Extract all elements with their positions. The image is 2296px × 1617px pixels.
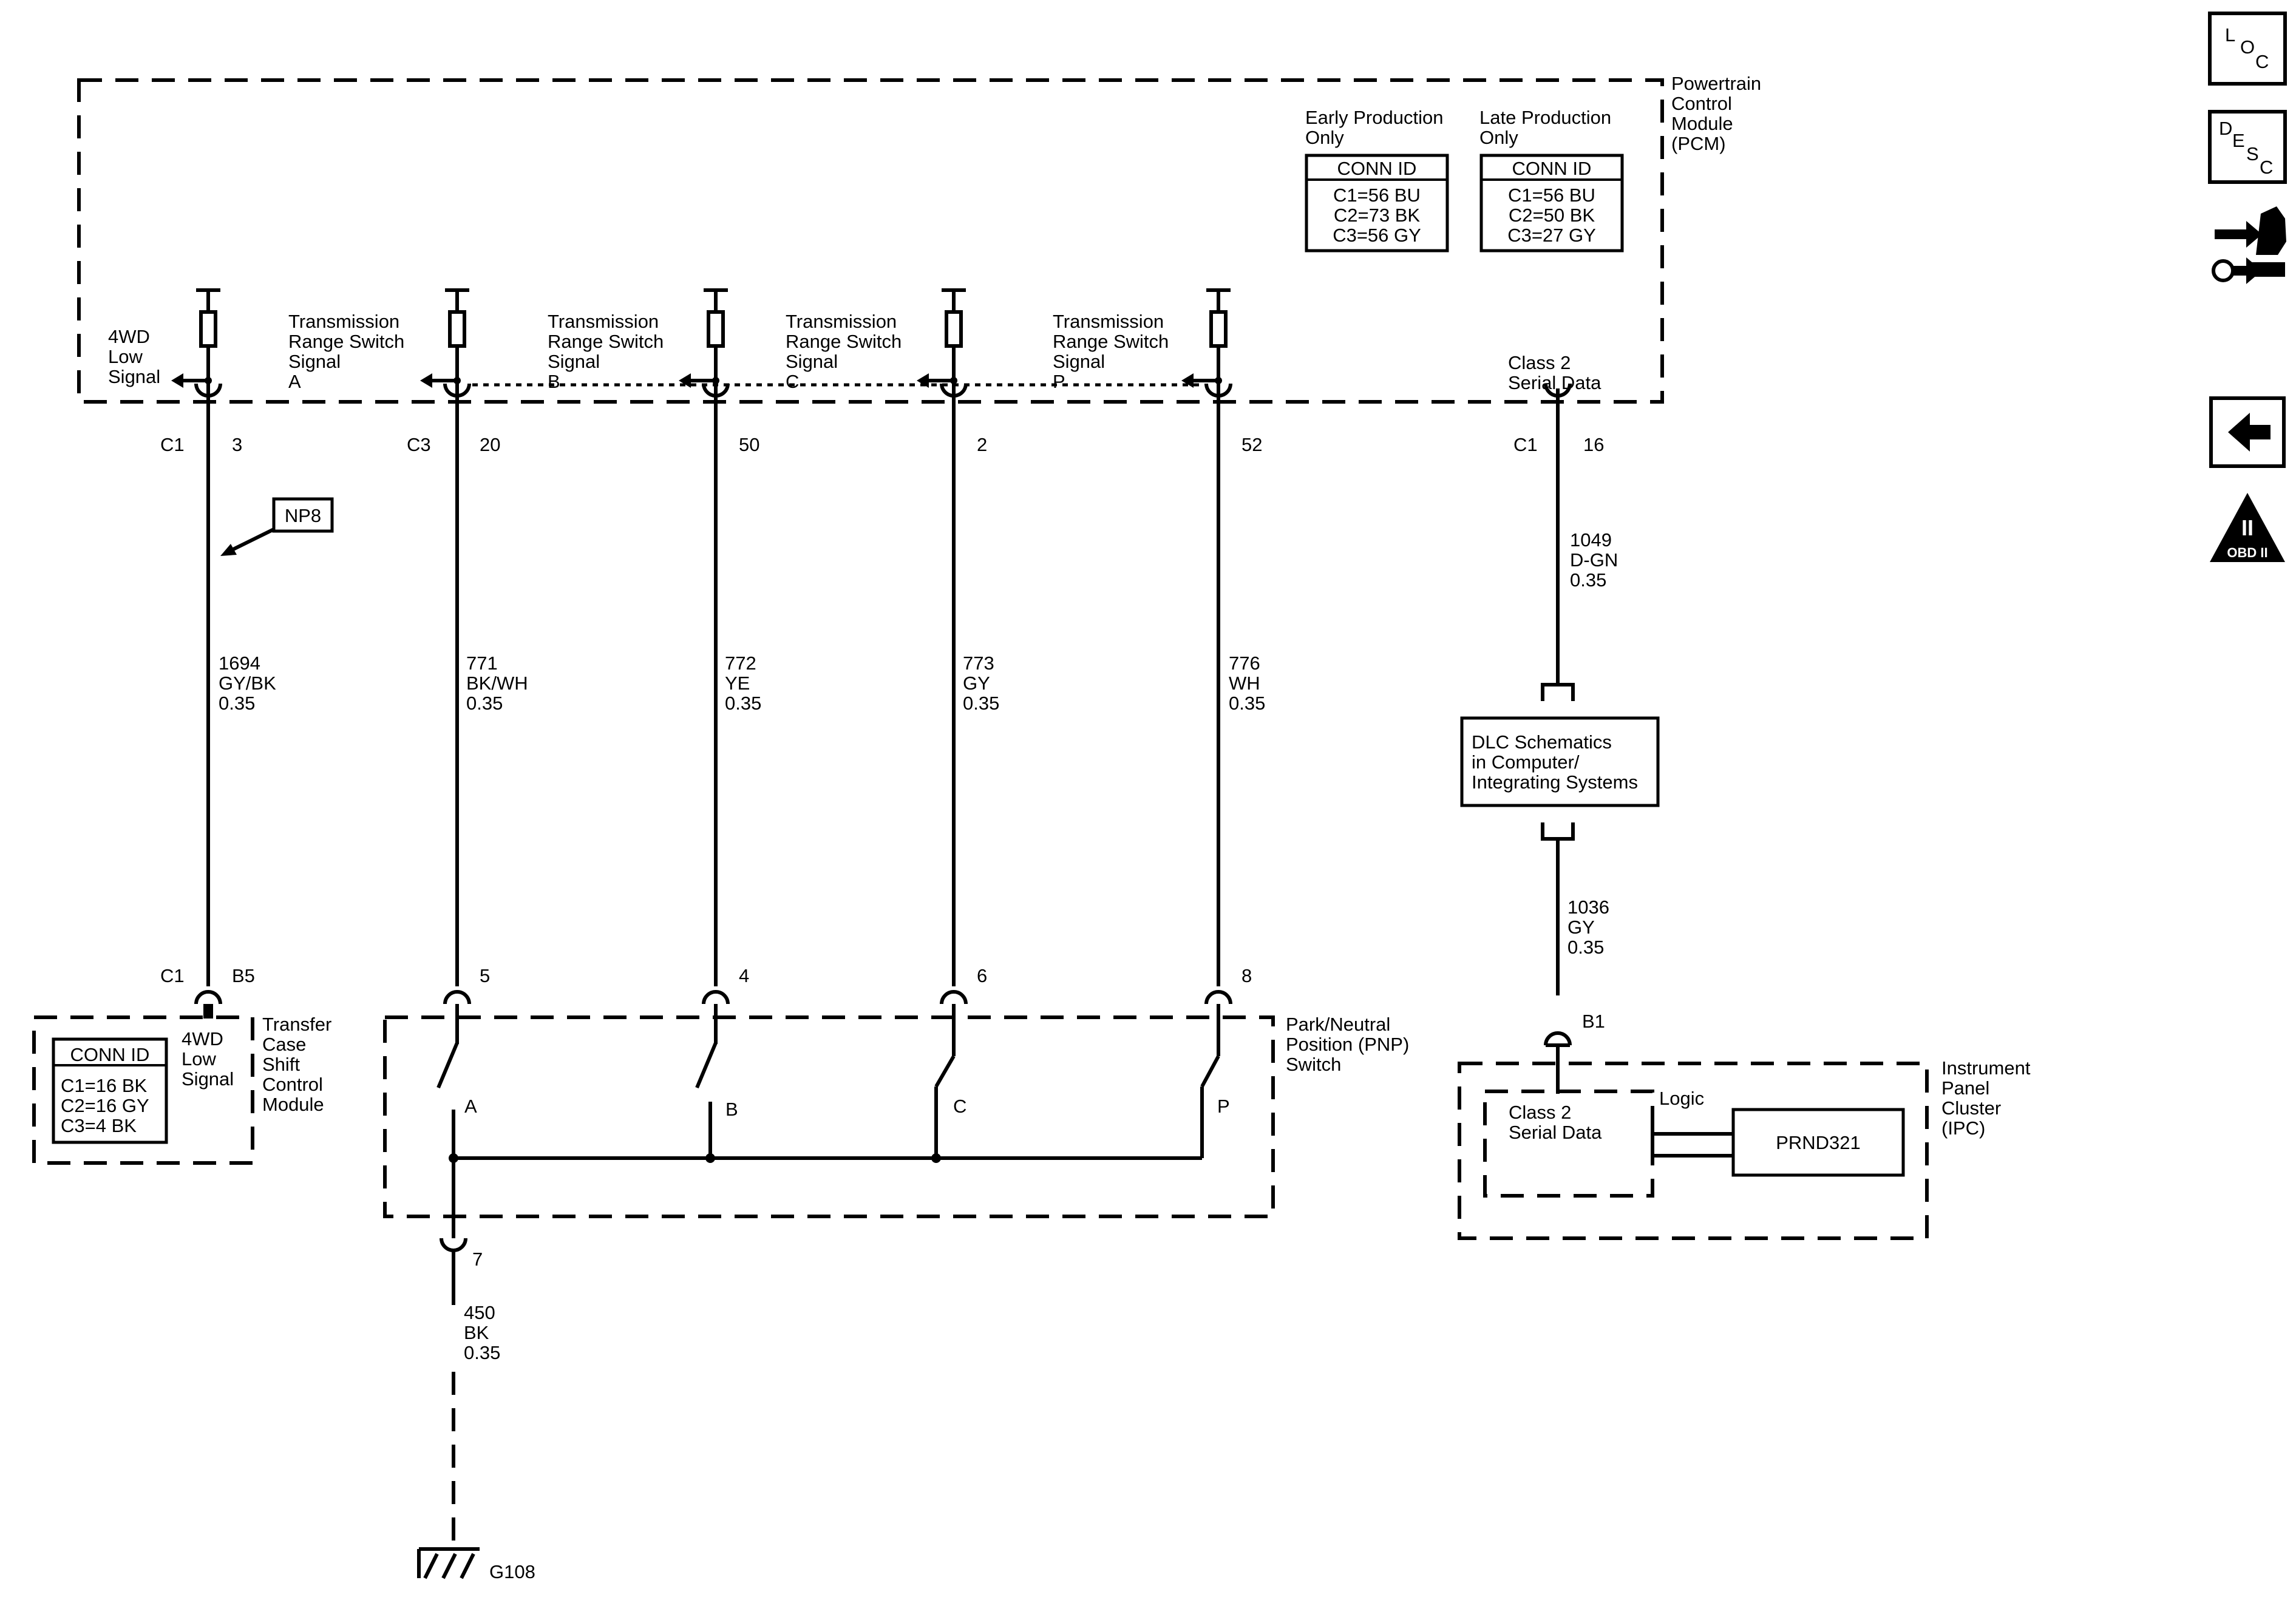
ipc-logic-label: Logic xyxy=(1659,1088,1704,1109)
desc-letter: D xyxy=(2219,118,2232,139)
pcm-pin-label: 16 xyxy=(1583,434,1604,455)
signal-label-range-p: Transmission Range Switch Signal P xyxy=(1053,311,1174,392)
pnp-pin-label: 6 xyxy=(977,965,987,986)
desc-letter: E xyxy=(2232,130,2245,151)
pnp-pin-label: 8 xyxy=(1241,965,1252,986)
ipc-serial-label: Class 2 Serial Data xyxy=(1509,1102,1602,1143)
pullup-resistor xyxy=(420,288,469,403)
tcscm-pin-label: B5 xyxy=(232,965,255,986)
signal-label-range-c: Transmission Range Switch Signal C xyxy=(786,311,907,392)
pcm-pin-label: 20 xyxy=(480,434,500,455)
ipc-pin-label: B1 xyxy=(1582,1011,1605,1032)
tcscm-name: Transfer Case Shift Control Module xyxy=(262,1014,337,1115)
back-arrow-icon[interactable] xyxy=(2209,396,2286,468)
late-conn-row: C2=50 BK xyxy=(1509,205,1595,226)
pnp-ground-pin-label: 7 xyxy=(472,1249,483,1270)
loc-letter: C xyxy=(2255,51,2269,72)
pcm-conn-label: C3 xyxy=(407,434,431,455)
tcscm-conn-header: CONN ID xyxy=(70,1044,150,1065)
desc-button[interactable]: D E S C xyxy=(2208,110,2287,184)
obd-ii-label: OBD II xyxy=(2227,545,2267,560)
early-conn-row: C3=56 GY xyxy=(1333,225,1421,246)
pcm-connectors xyxy=(194,383,1572,408)
ground-label: G108 xyxy=(489,1561,535,1582)
early-conn-row: C2=73 BK xyxy=(1334,205,1421,226)
obd-ii-icon[interactable]: II OBD II xyxy=(2210,493,2285,562)
pnp-name: Park/Neutral Position (PNP) Switch xyxy=(1286,1014,1415,1075)
signal-label-range-b: Transmission Range Switch Signal B xyxy=(548,311,669,392)
signal-label-class2: Class 2 Serial Data xyxy=(1508,352,1601,393)
late-production-title: Late Production Only xyxy=(1479,107,1617,148)
tcscm-conn-row: C3=4 BK xyxy=(61,1115,137,1136)
pcm-conn-label: C1 xyxy=(160,434,185,455)
signal-label-range-a: Transmission Range Switch Signal A xyxy=(288,311,410,392)
pcm-pin-label: 2 xyxy=(977,434,987,455)
late-conn-row: C3=27 GY xyxy=(1507,225,1596,246)
connector-end-view-icon[interactable] xyxy=(2212,206,2286,284)
pullup-resistor xyxy=(1181,288,1231,403)
desc-letter: C xyxy=(2260,157,2273,178)
wires xyxy=(206,408,1560,995)
pcm-module: Powertrain Control Module (PCM) Early Pr… xyxy=(77,73,1767,404)
late-production-conn-id: Late Production Only CONN ID C1=56 BU C2… xyxy=(1479,107,1624,253)
pnp-contact-label: P xyxy=(1217,1096,1230,1117)
pnp-pin-label: 4 xyxy=(739,965,749,986)
sidebar: L O C D E S C II OBD II xyxy=(2208,12,2287,562)
signal-label-4wd-low: 4WD Low Signal xyxy=(108,326,160,387)
early-production-conn-id: Early Production Only CONN ID C1=56 BU C… xyxy=(1305,107,1449,253)
dlc-label: DLC Schematics in Computer/ Integrating … xyxy=(1472,731,1638,793)
early-conn-header: CONN ID xyxy=(1337,158,1417,179)
pnp-contact-label: C xyxy=(953,1096,966,1117)
tcscm-conn-label: C1 xyxy=(160,965,185,986)
obd-ii-numeral: II xyxy=(2241,515,2254,540)
ground-g108: G108 xyxy=(417,1372,535,1582)
early-conn-row: C1=56 BU xyxy=(1333,185,1421,206)
pullup-resistor xyxy=(917,288,966,403)
np8-callout: NP8 xyxy=(220,497,334,556)
pcm-pin-label: 50 xyxy=(739,434,759,455)
ipc-name: Instrument Panel Cluster (IPC) xyxy=(1941,1057,2036,1139)
tcscm-conn-row: C1=16 BK xyxy=(61,1075,148,1096)
loc-letter: O xyxy=(2240,36,2255,58)
instrument-panel-cluster: B1 Class 2 Serial Data Logic PRND321 Ins… xyxy=(1458,1011,2036,1240)
desc-letter: S xyxy=(2246,143,2259,164)
pnp-switch: Park/Neutral Position (PNP) Switch 5 4 6… xyxy=(383,965,1415,1305)
pcm-pin-label: 52 xyxy=(1241,434,1262,455)
tcscm-conn-row: C2=16 GY xyxy=(61,1095,149,1116)
pcm-name: Powertrain Control Module (PCM) xyxy=(1671,73,1767,154)
pnp-contact-label: B xyxy=(725,1099,738,1120)
late-conn-row: C1=56 BU xyxy=(1508,185,1595,206)
pullup-resistor xyxy=(679,288,728,403)
pcm-input-circuits xyxy=(171,288,1560,403)
dlc-reference: DLC Schematics in Computer/ Integrating … xyxy=(1460,683,1660,841)
pcm-pin-label: 3 xyxy=(232,434,242,455)
tcscm-signal-label: 4WD Low Signal xyxy=(182,1028,234,1090)
early-production-title: Early Production Only xyxy=(1305,107,1449,148)
loc-button[interactable]: L O C xyxy=(2208,12,2287,86)
pnp-contact-label: A xyxy=(464,1096,477,1117)
pullup-resistor xyxy=(171,288,220,403)
late-conn-header: CONN ID xyxy=(1512,158,1592,179)
transfer-case-shift-control-module: C1 B5 CONN ID C1=16 BK C2=16 GY C3=4 BK … xyxy=(32,965,337,1165)
pnp-pin-label: 5 xyxy=(480,965,490,986)
pcm-conn-label: C1 xyxy=(1513,434,1538,455)
ipc-display-label: PRND321 xyxy=(1776,1132,1861,1153)
np8-label: NP8 xyxy=(285,505,321,526)
loc-letter: L xyxy=(2225,24,2235,46)
